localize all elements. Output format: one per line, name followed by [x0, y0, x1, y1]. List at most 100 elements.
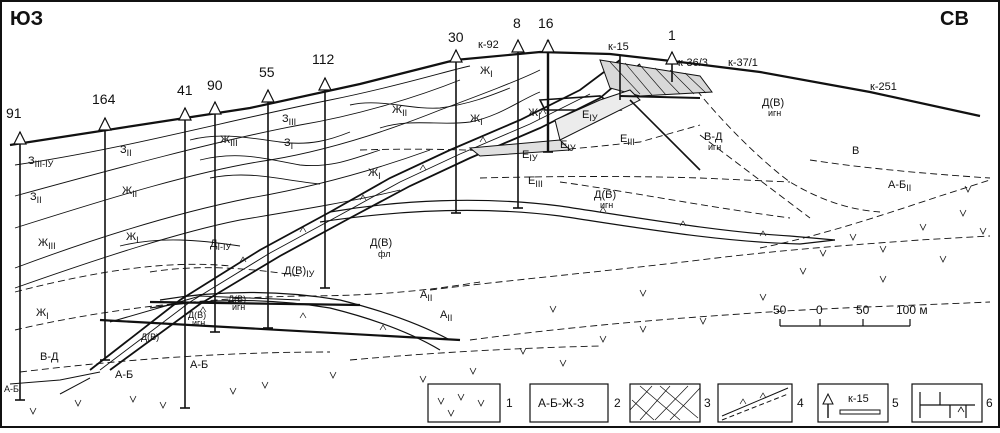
volcanic-v-mark: [919, 223, 927, 231]
well-30: 30: [448, 29, 464, 214]
unit-label: ЖI: [126, 231, 139, 245]
unit-label: ЖI: [36, 307, 49, 321]
legend-number: 2: [614, 396, 621, 410]
unit-label: ЗII: [120, 144, 132, 158]
volcanic-v-mark: [29, 407, 37, 415]
volcanic-v-mark: [979, 227, 987, 235]
trench-label: к-37/1: [728, 57, 758, 69]
well-marker-icon: [13, 130, 27, 145]
corner-label-southwest: ЮЗ: [10, 8, 43, 30]
well-marker-icon: [511, 38, 525, 53]
legend-swatch-volcanic: [427, 383, 501, 423]
legend-text: А-Б-Ж-З: [538, 396, 584, 410]
unit-label: В-Д: [704, 131, 723, 143]
volcanic-v-mark: [964, 185, 972, 193]
trench-label: к-92: [478, 39, 499, 51]
legend-number: 4: [797, 396, 804, 410]
well-marker-icon: [318, 76, 332, 91]
corner-label-northeast: СВ: [940, 8, 969, 30]
volcanic-v-mark: [849, 233, 857, 241]
unit-label: Д(В): [141, 332, 159, 342]
volcanic-v-mark: [959, 209, 967, 217]
unit-label: ЖIII: [220, 134, 238, 148]
volcanic-v-mark: [469, 367, 477, 375]
unit-label: игн: [768, 108, 781, 118]
legend-swatch-boundary: [717, 383, 793, 423]
unit-label: ЖIII: [38, 237, 56, 251]
unit-label: игн: [708, 142, 721, 152]
well-label: 55: [259, 64, 275, 80]
trench-label: к-251: [870, 81, 897, 93]
unit-label: ЗIII: [282, 113, 296, 127]
legend-item-2: А-Б-Ж-З 2: [529, 383, 621, 423]
trench-label: к-15: [608, 41, 629, 53]
unit-label: игн: [192, 318, 205, 328]
well-8: 8: [511, 15, 525, 209]
scale-tick-label: 50: [856, 303, 870, 317]
volcanic-v-mark: [419, 375, 427, 383]
well-marker-icon: [541, 38, 555, 53]
well-label: 41: [177, 82, 193, 98]
unit-label: фл: [378, 249, 390, 259]
well-marker-icon: [665, 50, 679, 65]
unit-label: ЖII: [122, 185, 137, 199]
trench-label: к-36/3: [678, 57, 708, 69]
unit-label: ЖII: [392, 104, 407, 118]
legend-number: 5: [892, 396, 899, 410]
unit-label: ЖI: [528, 107, 541, 121]
unit-label: А-Б: [190, 359, 208, 371]
volcanic-v-mark: [549, 305, 557, 313]
well-label: 164: [92, 91, 116, 107]
unit-label: ЕIУ: [560, 139, 576, 153]
unit-label: ЕIII: [620, 133, 635, 147]
volcanic-v-mark: [939, 255, 947, 263]
legend-item-5: к-15 5: [817, 383, 899, 423]
well-label: 1: [668, 27, 676, 43]
volcanic-v-mark: [329, 371, 337, 379]
unit-labels: ЗIII-IУ ЗII ЗII ЖII ЖIII ЖI ЖI ЗIII ЖIII…: [4, 65, 911, 394]
volcanic-v-mark: [159, 401, 167, 409]
volcanic-v-mark: [639, 325, 647, 333]
legend-swatch-trench: [911, 383, 983, 423]
scale-tick-label: 50: [773, 303, 787, 317]
volcanic-v-mark: [229, 387, 237, 395]
unit-label: игн: [232, 302, 245, 312]
well-marker-icon: [261, 88, 275, 103]
legend-item-6: 6: [911, 383, 993, 423]
unit-label: ЗII: [30, 191, 42, 205]
fault-tick-marks: [199, 108, 767, 331]
unit-label: Д(В): [370, 237, 392, 249]
legend-number: 6: [986, 396, 993, 410]
well-164: 164: [92, 91, 116, 361]
well-1: 1: [665, 27, 679, 82]
well-16: 16: [538, 15, 555, 153]
unit-label: ЗIII-IУ: [28, 155, 54, 169]
legend-number: 3: [704, 396, 711, 410]
legend-item-3: 3: [629, 383, 711, 423]
legend: 1 А-Б-Ж-З 2 3 4 к-15 5: [427, 383, 993, 423]
unit-label: А-Б: [4, 384, 19, 394]
unit-label: Д(В): [594, 189, 616, 201]
volcanic-v-mark: [639, 289, 647, 297]
unit-label: Д(В): [228, 294, 246, 304]
unit-label: ДI-IУ: [210, 238, 231, 252]
volcanic-v-mark: [799, 267, 807, 275]
volcanic-v-mark: [74, 399, 82, 407]
stratigraphic-boundaries: [14, 65, 541, 289]
well-55: 55: [259, 64, 275, 329]
volcanic-v-mark: [819, 249, 827, 257]
volcanic-v-mark: [599, 335, 607, 343]
volcanic-v-mark: [559, 359, 567, 367]
wells-layer: 91 164 41 90 55: [6, 15, 679, 409]
unit-label: ЕIУ: [582, 109, 598, 123]
volcanic-v-mark: [261, 381, 269, 389]
well-label: 112: [312, 51, 335, 67]
legend-swatch-hatch: [629, 383, 701, 423]
well-marker-icon: [449, 48, 463, 63]
unit-label: ЖI: [470, 113, 483, 127]
well-marker-icon: [822, 392, 834, 405]
unit-label: АII: [440, 309, 452, 323]
legend-text: к-15: [848, 393, 869, 405]
